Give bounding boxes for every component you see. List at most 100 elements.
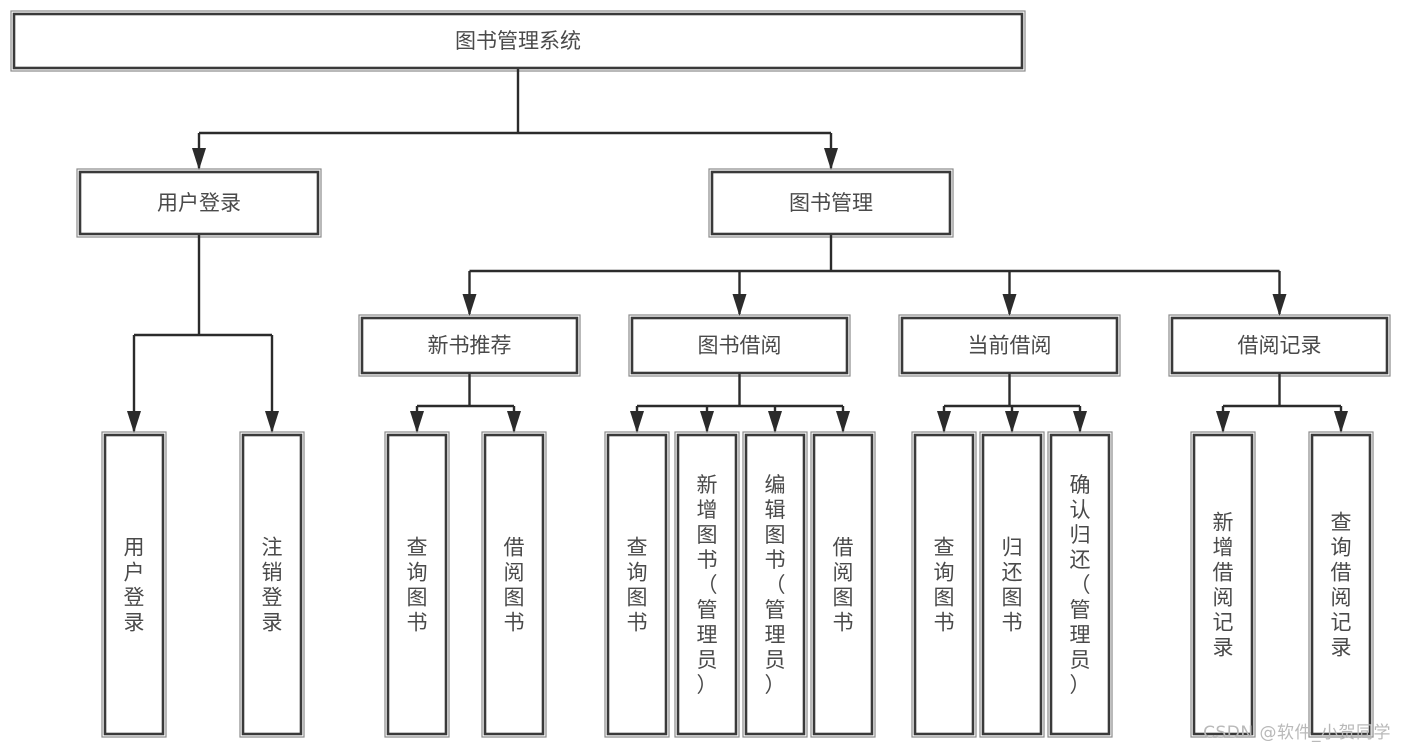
node-rec-query-book[interactable]: 查询图书	[384, 431, 450, 738]
node-box-shadow	[101, 431, 167, 738]
arrow-head-icon	[1216, 411, 1230, 433]
node-label: 归还图书	[1002, 536, 1023, 635]
arrow-head-icon	[127, 411, 141, 433]
node-box-shadow	[481, 431, 547, 738]
node-label: 用户登录	[157, 191, 241, 215]
node-record-add[interactable]: 新增借阅记录	[1190, 431, 1256, 738]
node-box-shadow	[979, 431, 1045, 738]
node-box	[1049, 433, 1111, 736]
arrow-head-icon	[937, 411, 951, 433]
node-label: 新增借阅记录	[1213, 511, 1234, 660]
node-box	[630, 316, 849, 375]
arrow-head-icon	[732, 294, 747, 316]
node-box	[913, 433, 975, 736]
node-box-shadow	[898, 314, 1121, 377]
node-box	[1170, 316, 1389, 375]
node-user-logout[interactable]: 注销登录	[239, 431, 305, 738]
node-box-shadow	[358, 314, 581, 377]
arrow-head-icon	[700, 411, 714, 433]
node-box	[676, 433, 738, 736]
node-box	[78, 170, 320, 236]
arrow-head-icon	[1073, 411, 1087, 433]
node-box-shadow	[239, 431, 305, 738]
node-box	[1192, 433, 1254, 736]
node-root[interactable]: 图书管理系统	[10, 10, 1026, 72]
node-box-shadow	[76, 168, 322, 238]
arrow-head-icon	[630, 411, 644, 433]
arrow-head-icon	[192, 148, 206, 170]
arrow-head-icon	[1002, 294, 1017, 316]
node-current-confirm-return[interactable]: 确认归还（管理员）	[1047, 431, 1113, 738]
node-label: 借阅记录	[1238, 334, 1322, 358]
arrow-head-icon	[507, 411, 521, 433]
node-box-shadow	[10, 10, 1026, 72]
connector-layer	[127, 68, 1348, 433]
node-label: 新书推荐	[428, 334, 512, 358]
node-box	[386, 433, 448, 736]
node-label: 借阅图书	[504, 536, 525, 635]
node-borrow-record[interactable]: 借阅记录	[1168, 314, 1391, 377]
node-borrow-do-borrow[interactable]: 借阅图书	[810, 431, 876, 738]
node-borrow-query-book[interactable]: 查询图书	[604, 431, 670, 738]
node-user-login-do[interactable]: 用户登录	[101, 431, 167, 738]
node-box	[710, 170, 952, 236]
node-book-borrow[interactable]: 图书借阅	[628, 314, 851, 377]
node-label: 查询图书	[407, 536, 428, 635]
node-box	[360, 316, 579, 375]
node-layer: 图书管理系统用户登录注销登录新书推荐查询图书借阅图书图书借阅查询图书新增图书（管…	[10, 10, 1391, 738]
node-box	[241, 433, 303, 736]
node-box-shadow	[742, 431, 808, 738]
node-user-login[interactable]: 用户登录	[76, 168, 322, 238]
node-label: 查询借阅记录	[1331, 511, 1352, 660]
node-box-shadow	[911, 431, 977, 738]
node-label: 确认归还（管理员）	[1070, 473, 1091, 697]
node-box	[103, 433, 165, 736]
node-label: 图书管理系统	[455, 29, 581, 53]
arrow-head-icon	[768, 411, 782, 433]
node-box-shadow	[1047, 431, 1113, 738]
node-label: 借阅图书	[833, 536, 854, 635]
arrow-head-icon	[824, 148, 838, 170]
node-box	[12, 12, 1024, 70]
node-label: 图书管理	[789, 191, 873, 215]
node-box-shadow	[1308, 431, 1374, 738]
node-box-shadow	[674, 431, 740, 738]
node-current-query-book[interactable]: 查询图书	[911, 431, 977, 738]
node-borrow-add-book[interactable]: 新增图书（管理员）	[674, 431, 740, 738]
node-current-return-book[interactable]: 归还图书	[979, 431, 1045, 738]
node-box-shadow	[810, 431, 876, 738]
arrow-head-icon	[1005, 411, 1019, 433]
node-label: 编辑图书（管理员）	[765, 473, 786, 697]
node-rec-borrow-book[interactable]: 借阅图书	[481, 431, 547, 738]
arrow-head-icon	[1334, 411, 1348, 433]
arrow-head-icon	[836, 411, 850, 433]
node-box-shadow	[1190, 431, 1256, 738]
node-box	[981, 433, 1043, 736]
node-book-manage[interactable]: 图书管理	[708, 168, 954, 238]
node-label: 当前借阅	[968, 334, 1052, 358]
node-borrow-edit-book[interactable]: 编辑图书（管理员）	[742, 431, 808, 738]
node-new-book-rec[interactable]: 新书推荐	[358, 314, 581, 377]
arrow-head-icon	[462, 294, 477, 316]
node-box	[900, 316, 1119, 375]
node-box-shadow	[604, 431, 670, 738]
node-label: 注销登录	[262, 536, 283, 635]
node-box	[744, 433, 806, 736]
node-current-borrow[interactable]: 当前借阅	[898, 314, 1121, 377]
node-box-shadow	[384, 431, 450, 738]
node-label: 新增图书（管理员）	[697, 473, 718, 697]
node-box-shadow	[708, 168, 954, 238]
node-label: 图书借阅	[698, 334, 782, 358]
node-box-shadow	[628, 314, 851, 377]
node-box	[1310, 433, 1372, 736]
node-box	[606, 433, 668, 736]
arrow-head-icon	[265, 411, 279, 433]
arrow-head-icon	[1272, 294, 1287, 316]
node-label: 查询图书	[627, 536, 648, 635]
node-box	[812, 433, 874, 736]
node-record-query[interactable]: 查询借阅记录	[1308, 431, 1374, 738]
arrow-head-icon	[410, 411, 424, 433]
node-label: 查询图书	[934, 536, 955, 635]
